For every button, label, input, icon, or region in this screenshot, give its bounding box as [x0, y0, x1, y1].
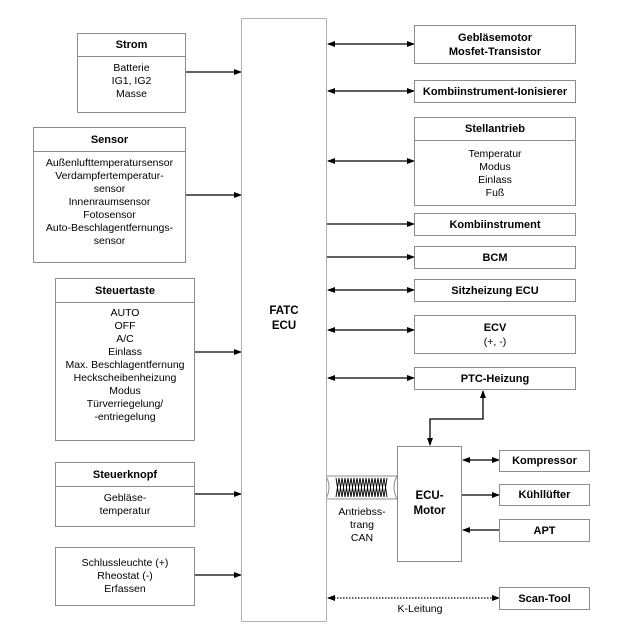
- bcm-box: BCM: [414, 246, 576, 269]
- ptc-title: PTC-Heizung: [460, 372, 530, 385]
- sensor-title: Sensor: [34, 128, 185, 152]
- sensor-item: sensor: [93, 235, 126, 247]
- can-coil-waves: [335, 477, 388, 498]
- kompressor-box: Kompressor: [499, 450, 590, 472]
- stellantrieb-title: Stellantrieb: [415, 118, 575, 141]
- stellantrieb-items: Temperatur Modus Einlass Fuß: [415, 141, 575, 200]
- steuertaste-item: Heckscheibenheizung: [73, 372, 177, 384]
- apt-box: APT: [499, 519, 590, 542]
- sensor-item: Fotosensor: [83, 209, 136, 221]
- steuerknopf-items: Gebläse- temperatur: [56, 487, 194, 518]
- strom-item: Batterie: [113, 62, 150, 74]
- sensor-item: Innenraumsensor: [68, 196, 151, 208]
- stellantrieb-item: Temperatur: [468, 148, 522, 160]
- geblaesemotor-box: Gebläsemotor Mosfet-Transistor: [414, 25, 576, 64]
- schlussleuchte-item: Rheostat (-): [97, 570, 153, 582]
- schlussleuchte-item: Erfassen: [104, 583, 146, 595]
- sensor-item: Verdampfertemperatur-: [55, 170, 164, 182]
- ecu-motor-box: ECU- Motor: [397, 446, 462, 562]
- geblaesemotor-line2: Mosfet-Transistor: [448, 45, 542, 58]
- strom-item: Masse: [116, 88, 147, 100]
- arrow-ptc-ecumotor: [427, 390, 486, 446]
- steuertaste-box: Steuertaste AUTO OFF A/C Einlass Max. Be…: [55, 278, 195, 441]
- ptc-heizung-box: PTC-Heizung: [414, 367, 576, 390]
- apt-title: APT: [533, 524, 556, 537]
- fatc-ecu-box: FATC ECU: [241, 18, 327, 622]
- scan-tool-box: Scan-Tool: [499, 587, 590, 610]
- schlussleuchte-box: Schlussleuchte (+) Rheostat (-) Erfassen: [55, 547, 195, 606]
- ecv-sub: (+, -): [483, 335, 507, 348]
- stellantrieb-item: Fuß: [485, 187, 505, 199]
- steuertaste-item: Türverriegelung/: [86, 398, 164, 410]
- sensor-item: Auto-Beschlagentfernungs-: [45, 222, 174, 234]
- sitzheizung-title: Sitzheizung ECU: [451, 284, 539, 297]
- stellantrieb-box: Stellantrieb Temperatur Modus Einlass Fu…: [414, 117, 576, 206]
- steuertaste-items: AUTO OFF A/C Einlass Max. Beschlagentfer…: [56, 303, 194, 424]
- steuertaste-item: A/C: [116, 333, 134, 345]
- strom-box: Strom Batterie IG1, IG2 Masse: [77, 33, 186, 113]
- steuerknopf-item: Gebläse-: [103, 492, 147, 504]
- steuertaste-item: AUTO: [110, 307, 140, 319]
- sensor-items: Außenlufttemperatursensor Verdampfertemp…: [34, 152, 185, 248]
- sensor-item: Außenlufttemperatursensor: [45, 157, 174, 169]
- ionisierer-title: Kombiinstrument-Ionisierer: [422, 85, 568, 98]
- sensor-item: sensor: [93, 183, 126, 195]
- can-label-line: trang: [350, 519, 374, 531]
- kompressor-title: Kompressor: [512, 455, 577, 467]
- sitzheizung-box: Sitzheizung ECU: [414, 279, 576, 302]
- can-bus-coil: [325, 475, 398, 500]
- ecv-box: ECV (+, -): [414, 315, 576, 354]
- steuerknopf-box: Steuerknopf Gebläse- temperatur: [55, 462, 195, 527]
- sensor-box: Sensor Außenlufttemperatursensor Verdamp…: [33, 127, 186, 263]
- steuerknopf-title: Steuerknopf: [56, 463, 194, 487]
- kuehlluefter-title: Kühllüfter: [518, 489, 571, 501]
- kombiinstrument-title: Kombiinstrument: [449, 218, 541, 231]
- bcm-title: BCM: [482, 251, 508, 264]
- kuehlluefter-box: Kühllüfter: [499, 484, 590, 506]
- kombiinstrument-box: Kombiinstrument: [414, 213, 576, 236]
- k-leitung-label: K-Leitung: [397, 603, 443, 615]
- steuerknopf-item: temperatur: [99, 505, 151, 517]
- steuertaste-title: Steuertaste: [56, 279, 194, 303]
- steuertaste-item: -entriegelung: [94, 411, 156, 423]
- steuertaste-item: Einlass: [108, 346, 142, 358]
- ecv-title: ECV: [483, 321, 507, 334]
- strom-title: Strom: [78, 34, 185, 57]
- ionisierer-box: Kombiinstrument-Ionisierer: [414, 80, 576, 103]
- schlussleuchte-items: Schlussleuchte (+) Rheostat (-) Erfassen: [56, 548, 194, 596]
- steuertaste-item: Max. Beschlagentfernung: [65, 359, 185, 371]
- geblaesemotor-line1: Gebläsemotor: [458, 31, 532, 44]
- strom-item: IG1, IG2: [111, 75, 152, 87]
- fatc-label-line1: FATC: [269, 305, 299, 317]
- ecu-motor-line1: ECU-: [415, 490, 444, 502]
- steuertaste-item: OFF: [114, 320, 136, 332]
- fatc-ecu-label: FATC ECU: [242, 304, 326, 334]
- can-label-line: Antriebss-: [338, 506, 386, 518]
- strom-items: Batterie IG1, IG2 Masse: [78, 57, 185, 101]
- stellantrieb-item: Modus: [479, 161, 511, 173]
- can-label-line: CAN: [350, 532, 374, 544]
- ecu-motor-line2: Motor: [413, 505, 446, 517]
- stellantrieb-item: Einlass: [478, 174, 512, 186]
- schlussleuchte-item: Schlussleuchte (+): [81, 557, 169, 569]
- fatc-label-line2: ECU: [271, 320, 297, 332]
- scan-tool-title: Scan-Tool: [518, 592, 571, 605]
- can-label: Antriebss- trang CAN: [330, 506, 394, 545]
- steuertaste-item: Modus: [109, 385, 141, 397]
